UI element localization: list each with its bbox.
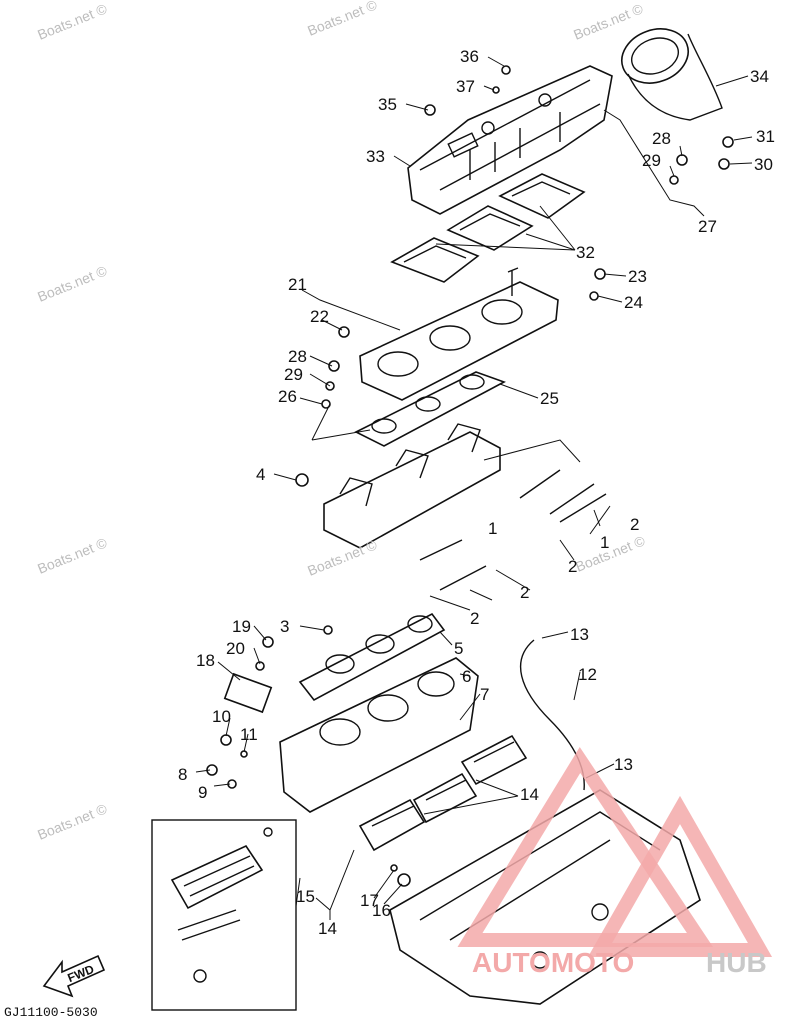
watermark: Boats.net ©	[305, 536, 380, 579]
intake-manifold-6	[279, 657, 479, 813]
intake-duct-34	[621, 28, 723, 121]
callout: 27	[698, 217, 717, 236]
flame-arresters-32	[390, 173, 586, 283]
callout: 4	[256, 465, 265, 484]
callout: 5	[454, 639, 463, 658]
callout: 20	[226, 639, 245, 658]
fwd-label: FWD	[66, 962, 97, 985]
fwd-arrow-icon: FWD	[42, 954, 106, 998]
watermark: Boats.net ©	[35, 800, 110, 843]
callout: 23	[628, 267, 647, 286]
watermark: Boats.net ©	[35, 0, 110, 43]
callout: 28	[652, 129, 671, 148]
brand-text-main: AUTOMOTO	[472, 947, 634, 978]
callout: 28	[288, 347, 307, 366]
leader-lines	[195, 56, 753, 920]
callout: 17	[360, 891, 379, 910]
callout: 15	[296, 887, 315, 906]
callout: 13	[614, 755, 633, 774]
callout: 2	[568, 557, 577, 576]
callout: 31	[756, 127, 775, 146]
callout: 25	[540, 389, 559, 408]
callout: 33	[366, 147, 385, 166]
callout: 22	[310, 307, 329, 326]
callout: 6	[462, 667, 471, 686]
carb-base-21	[359, 267, 559, 401]
callout: 11	[240, 725, 258, 744]
callout: 34	[750, 67, 769, 86]
callout: 10	[212, 707, 231, 726]
callout: 37	[456, 77, 475, 96]
callout: 2	[520, 583, 529, 602]
reed-valves-14	[358, 734, 528, 852]
callout: 18	[196, 651, 215, 670]
callout: 8	[178, 765, 187, 784]
callout: 1	[488, 519, 497, 538]
inset-detail	[151, 819, 297, 1011]
callout: 14	[520, 785, 539, 804]
callout: 2	[470, 609, 479, 628]
callout: 19	[232, 617, 251, 636]
callout: 9	[198, 783, 207, 802]
watermark: Boats.net ©	[573, 532, 648, 575]
callout: 36	[460, 47, 479, 66]
carburetors	[323, 423, 607, 591]
brand-logo: AUTOMOTO HUB	[457, 746, 773, 978]
callout: 2	[630, 515, 639, 534]
callout: 29	[284, 365, 303, 384]
callout: 35	[378, 95, 397, 114]
callout: 29	[642, 151, 661, 170]
diagram-code: GJ11100-5030	[4, 1005, 98, 1020]
manifold-gasket-5	[298, 612, 446, 702]
callout: 21	[288, 275, 307, 294]
callout: 26	[278, 387, 297, 406]
callout: 16	[372, 901, 391, 920]
callout-numbers: 1 1 2 2 2 2 3 4 5 6 7 8 9 10 11 12 13 13…	[178, 47, 775, 938]
watermark: Boats.net ©	[35, 262, 110, 305]
callout: 13	[570, 625, 589, 644]
callout: 12	[578, 665, 597, 684]
brand-text-secondary: HUB	[706, 947, 767, 978]
callout: 24	[624, 293, 643, 312]
callout: 1	[600, 533, 609, 552]
callout: 3	[280, 617, 289, 636]
gasket-25	[354, 371, 506, 447]
watermark: Boats.net ©	[305, 0, 380, 39]
watermark: Boats.net ©	[571, 0, 646, 43]
callout: 30	[754, 155, 773, 174]
callout: 32	[576, 243, 595, 262]
callout: 7	[480, 685, 489, 704]
callout: 14	[318, 919, 337, 938]
silencer-cover	[407, 65, 613, 215]
watermark: Boats.net ©	[35, 534, 110, 577]
